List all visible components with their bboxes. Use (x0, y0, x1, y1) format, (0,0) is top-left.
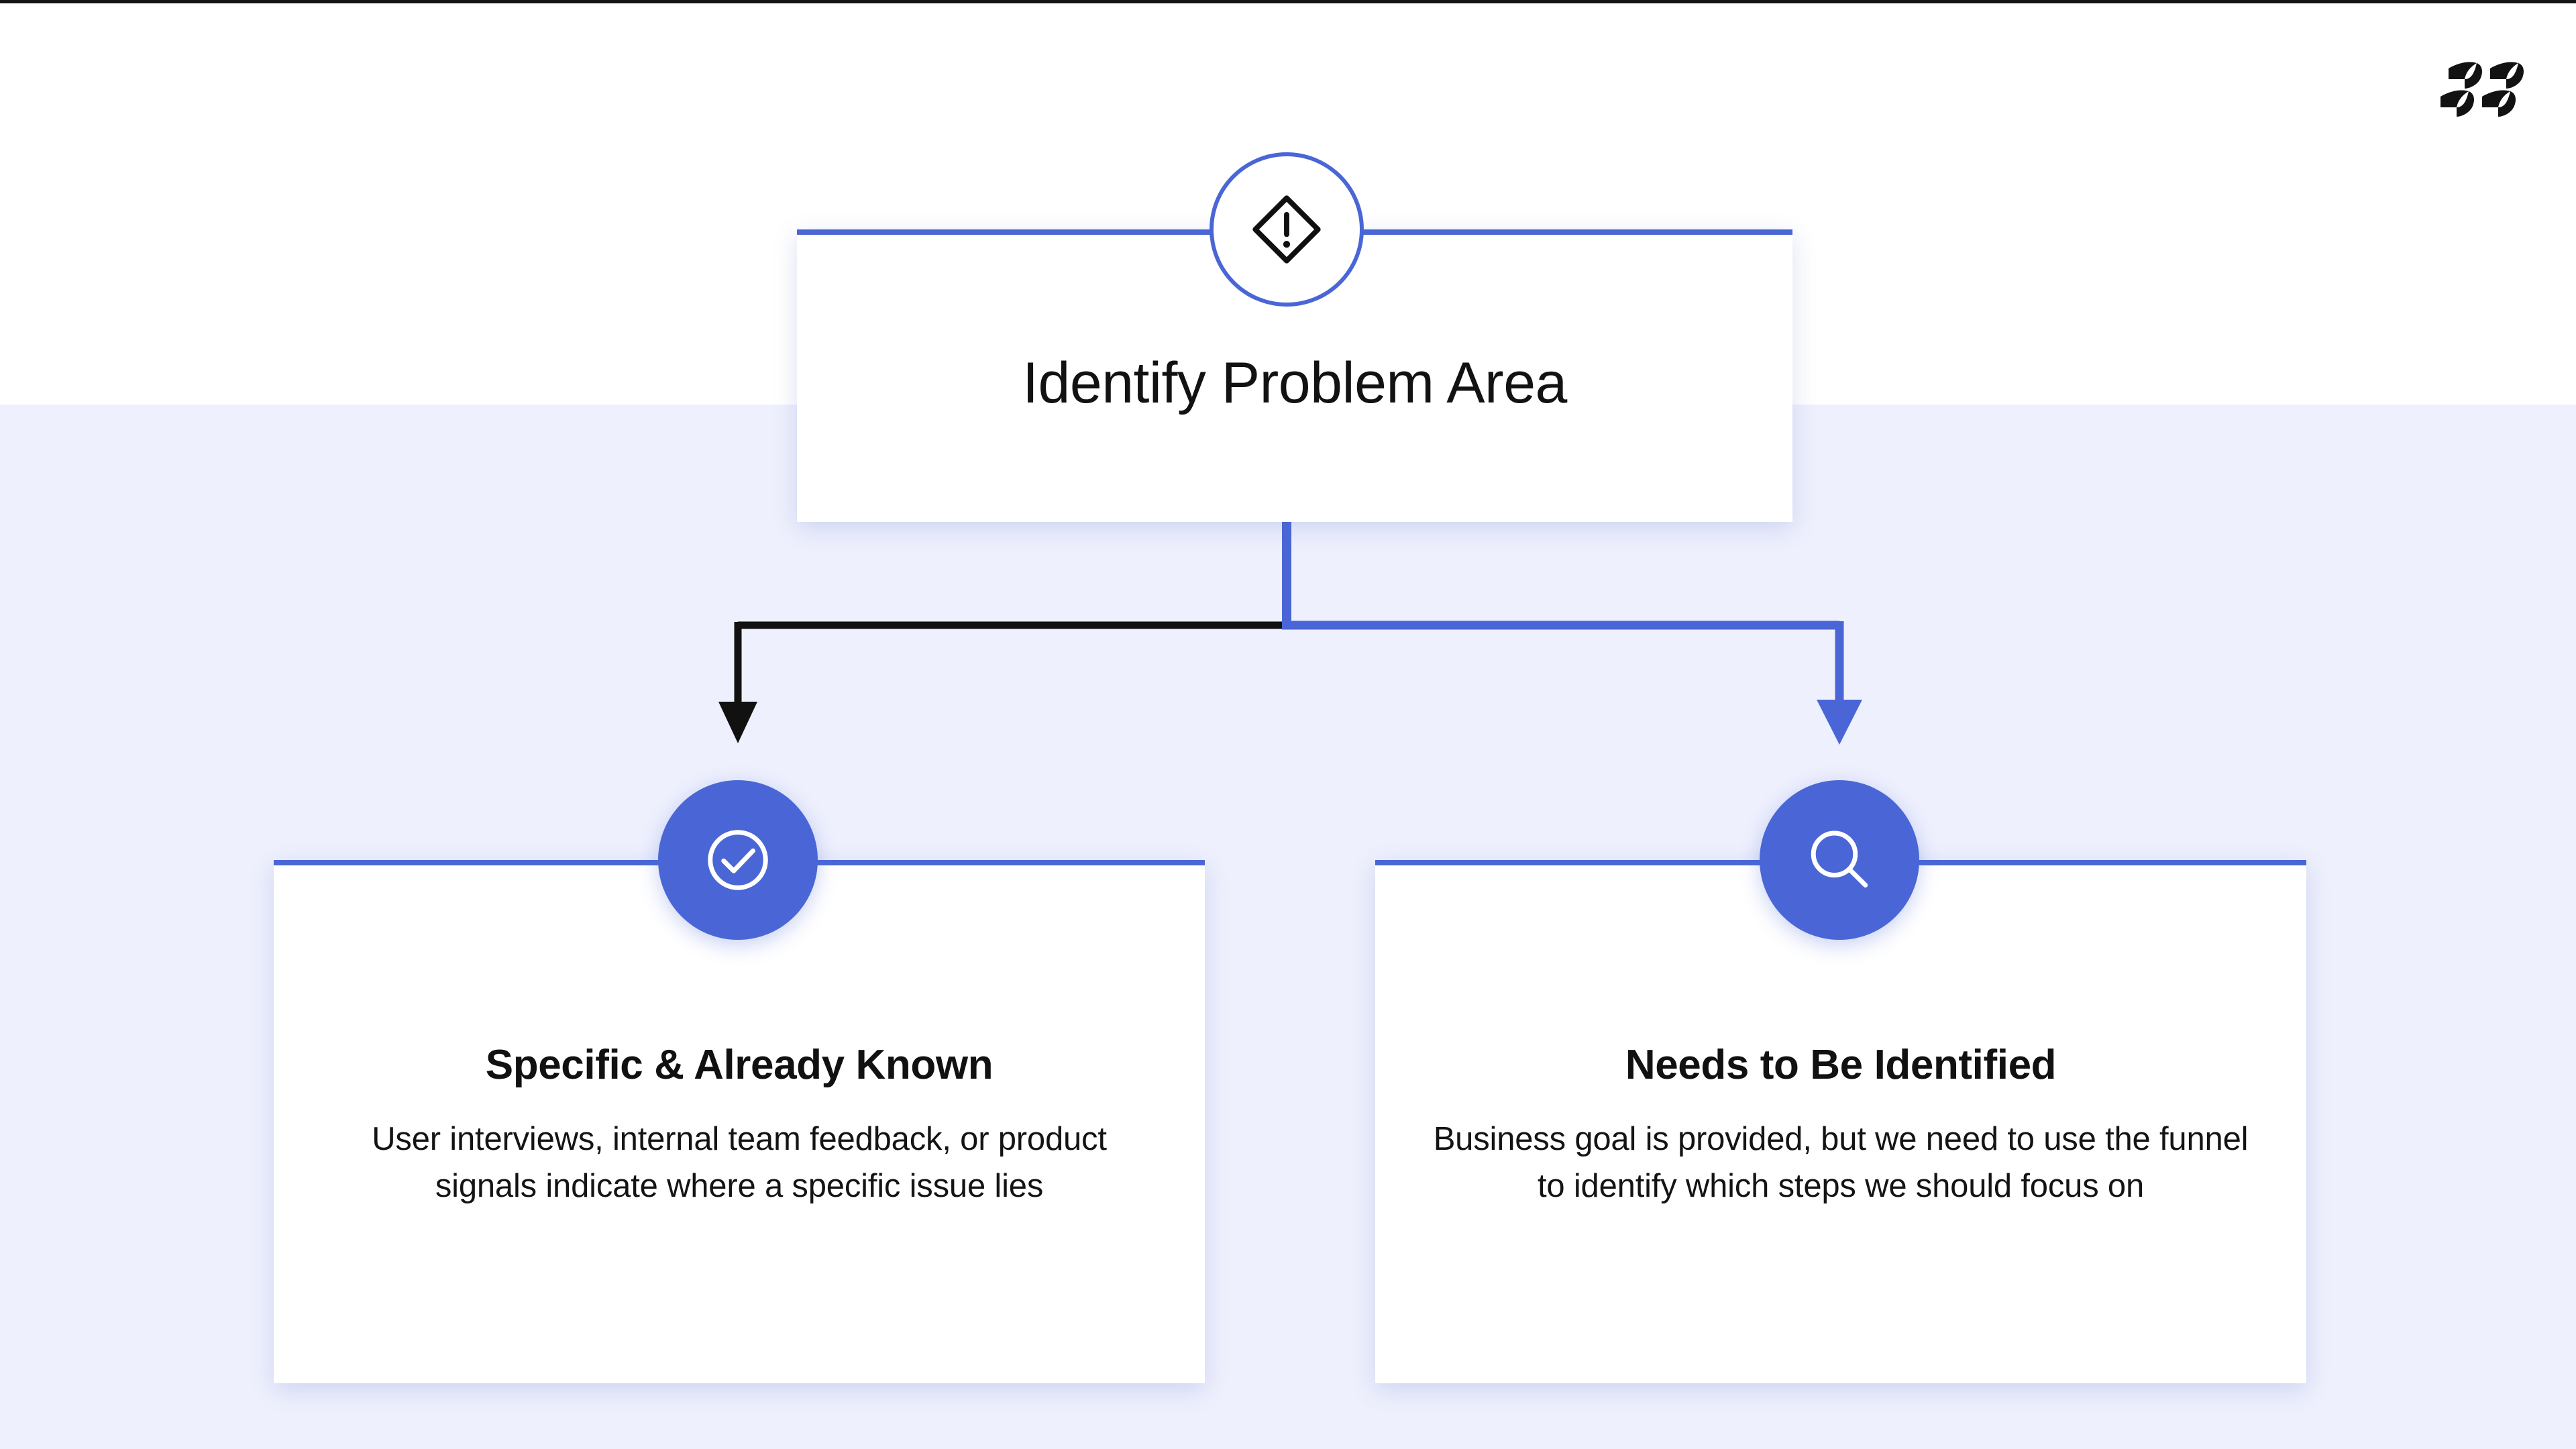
branch-description: User interviews, internal team feedback,… (372, 1121, 1107, 1204)
check-circle-icon (708, 830, 768, 890)
branch-heading: Specific & Already Known (485, 1042, 994, 1088)
branch-heading: Needs to Be Identified (1625, 1042, 2057, 1088)
branch-card-specific-already-known[interactable]: Specific & Already Known User interviews… (274, 860, 1205, 1383)
root-node-title: Identify Problem Area (1022, 351, 1567, 415)
search-icon-badge (1760, 780, 1919, 940)
branch-card-needs-to-be-identified[interactable]: Needs to Be Identified Business goal is … (1375, 860, 2306, 1383)
alert-diamond-icon-badge (1210, 152, 1364, 307)
top-divider-rule (0, 0, 2576, 3)
search-icon (1811, 830, 1868, 888)
check-circle-icon-badge (658, 780, 818, 940)
brand-logo (2438, 48, 2524, 121)
branch-description: Business goal is provided, but we need t… (1433, 1121, 2249, 1204)
alert-diamond-icon (1252, 195, 1321, 264)
